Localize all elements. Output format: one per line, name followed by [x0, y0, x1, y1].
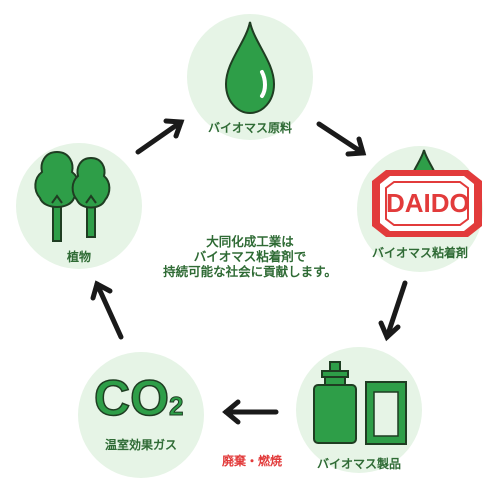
arrow-raw-to-binder	[316, 121, 367, 157]
disposal-label: 廃棄・燃焼	[221, 454, 282, 468]
drop-icon	[224, 21, 276, 115]
arrow-binder-to-products	[378, 280, 408, 342]
bottle-icon	[313, 361, 357, 444]
products-label: バイオマス製品	[316, 457, 401, 471]
arrow-products-to-gas	[222, 399, 279, 425]
tree-icon	[34, 150, 111, 242]
co2-subscript: 2	[168, 391, 184, 422]
daido-logo-text: DAIDO	[386, 188, 470, 218]
cycle-arrows	[90, 118, 408, 425]
co2-icon: CO2	[93, 370, 204, 426]
center-line-1: 大同化成工業は	[206, 234, 294, 249]
daido-logo	[372, 170, 482, 237]
raw-material-label: バイオマス原料	[207, 121, 292, 135]
gas-label: 温室効果ガス	[104, 438, 177, 452]
arrow-gas-to-plants	[90, 280, 124, 340]
box-icon	[365, 381, 407, 445]
gas-circle	[78, 352, 204, 478]
binder-label: バイオマス粘着剤	[371, 246, 468, 260]
center-message: 大同化成工業は バイオマス粘着剤で 持続可能な社会に貢献します。	[130, 234, 370, 279]
co2-main: CO	[93, 370, 170, 426]
center-line-3: 持続可能な社会に貢献します。	[163, 264, 337, 279]
arrow-plants-to-raw	[135, 118, 185, 155]
plants-label: 植物	[66, 250, 91, 264]
center-line-2: バイオマス粘着剤で	[193, 249, 307, 264]
